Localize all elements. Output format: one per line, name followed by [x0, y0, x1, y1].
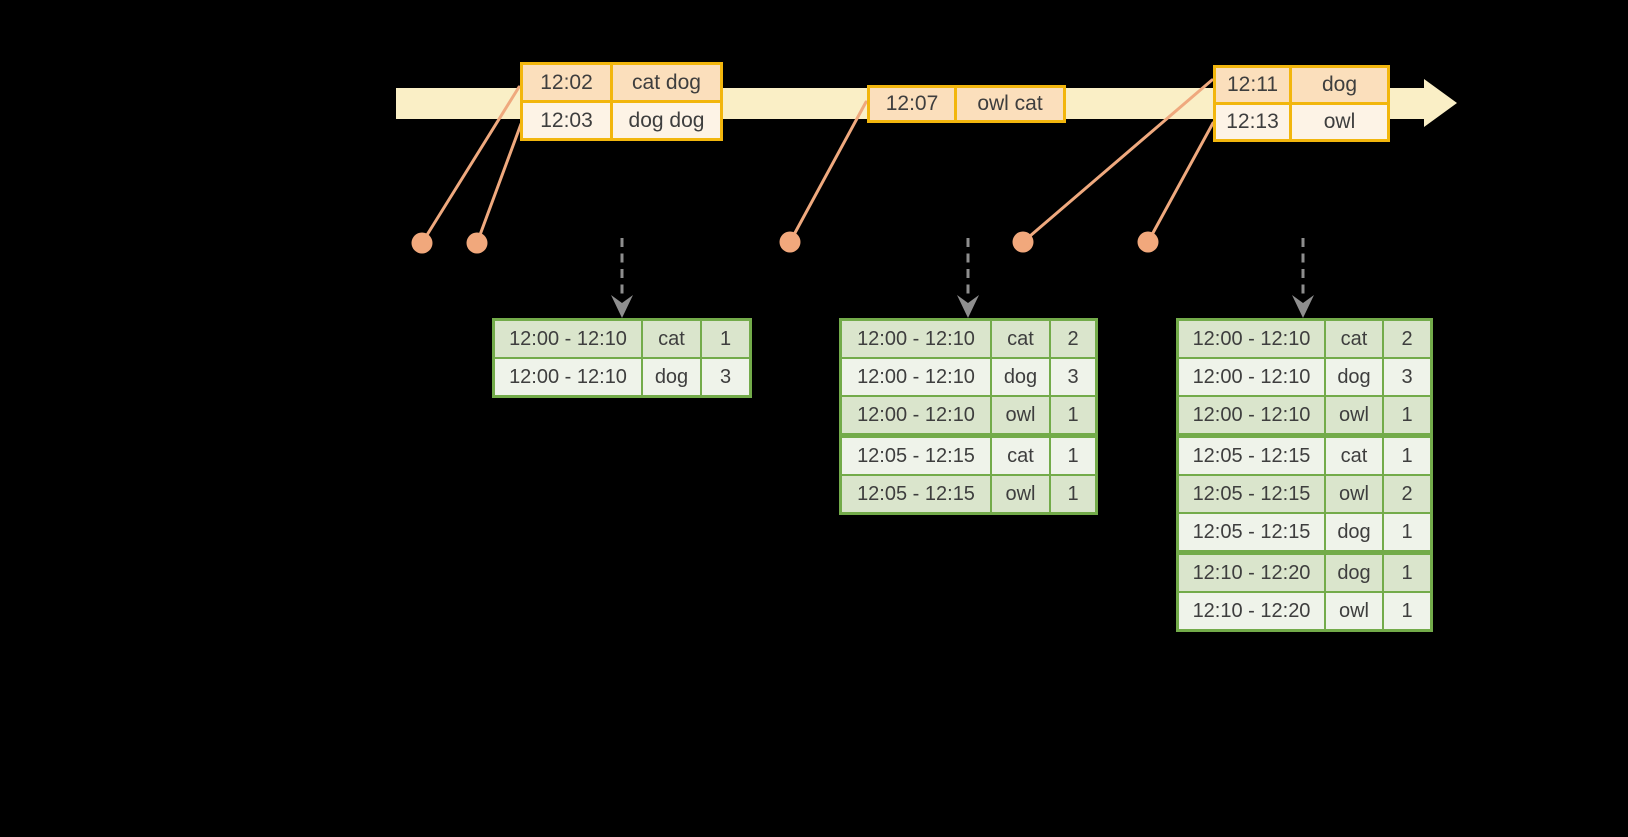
count-cell: 1	[1384, 555, 1430, 591]
result-table: 12:00 - 12:10 cat 1 12:00 - 12:10 dog 3	[492, 318, 752, 398]
word-cell: cat	[992, 438, 1049, 474]
event-time-cell: 12:11	[1216, 68, 1289, 102]
event-time-cell: 12:03	[523, 103, 610, 138]
word-cell: dog	[1326, 359, 1382, 395]
count-cell: 2	[1384, 476, 1430, 512]
word-cell: owl	[992, 397, 1049, 433]
window-cell: 12:00 - 12:10	[842, 359, 990, 395]
trigger-arrowheads	[611, 295, 1314, 318]
count-cell: 1	[1051, 476, 1095, 512]
event-dots	[411, 231, 1159, 254]
word-cell: cat	[1326, 321, 1382, 357]
trigger-arrowhead-icon	[957, 295, 979, 318]
word-cell: dog	[643, 359, 700, 395]
event-row: 12:03 dog dog	[523, 103, 720, 138]
trigger-arrows	[620, 238, 1305, 296]
word-cell: dog	[992, 359, 1049, 395]
count-cell: 2	[1051, 321, 1095, 357]
count-cell: 1	[702, 321, 749, 357]
word-cell: dog	[1326, 514, 1382, 550]
result-row: 12:00 - 12:10 owl 1	[842, 397, 1095, 433]
event-dot	[779, 231, 801, 253]
count-cell: 1	[1051, 397, 1095, 433]
result-row: 12:00 - 12:10 cat 2	[1179, 321, 1430, 357]
window-cell: 12:05 - 12:15	[1179, 514, 1324, 550]
result-row: 12:00 - 12:10 owl 1	[1179, 397, 1430, 433]
event-table: 12:11 dog 12:13 owl	[1213, 65, 1390, 142]
event-row: 12:07 owl cat	[870, 88, 1063, 120]
event-table: 12:02 cat dog 12:03 dog dog	[520, 62, 723, 141]
result-table: 12:00 - 12:10 cat 2 12:00 - 12:10 dog 3 …	[1176, 318, 1433, 632]
event-time-cell: 12:13	[1216, 105, 1289, 139]
count-cell: 1	[1384, 438, 1430, 474]
result-row: 12:10 - 12:20 owl 1	[1179, 593, 1430, 629]
event-words-cell: cat dog	[613, 65, 720, 100]
event-dot	[466, 232, 488, 254]
event-words-cell: dog dog	[613, 103, 720, 138]
timeline-arrowhead-icon	[1424, 79, 1457, 127]
result-row: 12:05 - 12:15 cat 1	[842, 438, 1095, 474]
window-cell: 12:05 - 12:15	[842, 476, 990, 512]
window-cell: 12:00 - 12:10	[495, 321, 641, 357]
event-dot	[1137, 231, 1159, 253]
event-row: 12:13 owl	[1216, 105, 1387, 139]
result-row: 12:05 - 12:15 owl 2	[1179, 476, 1430, 512]
window-cell: 12:00 - 12:10	[842, 397, 990, 433]
window-cell: 12:00 - 12:10	[1179, 321, 1324, 357]
connector-line	[788, 100, 868, 244]
event-words-cell: owl cat	[957, 88, 1063, 120]
window-cell: 12:05 - 12:15	[1179, 476, 1324, 512]
word-cell: owl	[1326, 476, 1382, 512]
result-row: 12:05 - 12:15 cat 1	[1179, 438, 1430, 474]
event-words-cell: dog	[1292, 68, 1387, 102]
event-words-cell: owl	[1292, 105, 1387, 139]
result-row: 12:05 - 12:15 dog 1	[1179, 514, 1430, 550]
event-dot	[1012, 231, 1034, 253]
word-cell: dog	[1326, 555, 1382, 591]
window-cell: 12:10 - 12:20	[1179, 593, 1324, 629]
word-cell: owl	[1326, 593, 1382, 629]
connector-line	[475, 122, 523, 245]
word-cell: cat	[1326, 438, 1382, 474]
count-cell: 1	[1051, 438, 1095, 474]
window-cell: 12:05 - 12:15	[1179, 438, 1324, 474]
count-cell: 3	[702, 359, 749, 395]
word-cell: owl	[1326, 397, 1382, 433]
count-cell: 1	[1384, 397, 1430, 433]
result-row: 12:00 - 12:10 dog 3	[495, 359, 749, 395]
window-cell: 12:00 - 12:10	[1179, 397, 1324, 433]
result-row: 12:00 - 12:10 dog 3	[1179, 359, 1430, 395]
result-table: 12:00 - 12:10 cat 2 12:00 - 12:10 dog 3 …	[839, 318, 1098, 515]
event-dot	[411, 232, 433, 254]
result-row: 12:05 - 12:15 owl 1	[842, 476, 1095, 512]
connector-line	[1146, 121, 1215, 244]
count-cell: 1	[1384, 593, 1430, 629]
count-cell: 3	[1051, 359, 1095, 395]
event-time-cell: 12:07	[870, 88, 954, 120]
word-cell: owl	[992, 476, 1049, 512]
window-cell: 12:00 - 12:10	[1179, 359, 1324, 395]
result-row: 12:10 - 12:20 dog 1	[1179, 555, 1430, 591]
result-row: 12:00 - 12:10 cat 2	[842, 321, 1095, 357]
event-row: 12:02 cat dog	[523, 65, 720, 100]
word-cell: cat	[643, 321, 700, 357]
window-cell: 12:00 - 12:10	[495, 359, 641, 395]
event-time-cell: 12:02	[523, 65, 610, 100]
count-cell: 3	[1384, 359, 1430, 395]
result-row: 12:00 - 12:10 dog 3	[842, 359, 1095, 395]
event-table: 12:07 owl cat	[867, 85, 1066, 123]
event-row: 12:11 dog	[1216, 68, 1387, 102]
window-cell: 12:05 - 12:15	[842, 438, 990, 474]
window-cell: 12:00 - 12:10	[842, 321, 990, 357]
word-cell: cat	[992, 321, 1049, 357]
window-cell: 12:10 - 12:20	[1179, 555, 1324, 591]
result-row: 12:00 - 12:10 cat 1	[495, 321, 749, 357]
trigger-arrowhead-icon	[611, 295, 633, 318]
count-cell: 2	[1384, 321, 1430, 357]
count-cell: 1	[1384, 514, 1430, 550]
trigger-arrowhead-icon	[1292, 295, 1314, 318]
